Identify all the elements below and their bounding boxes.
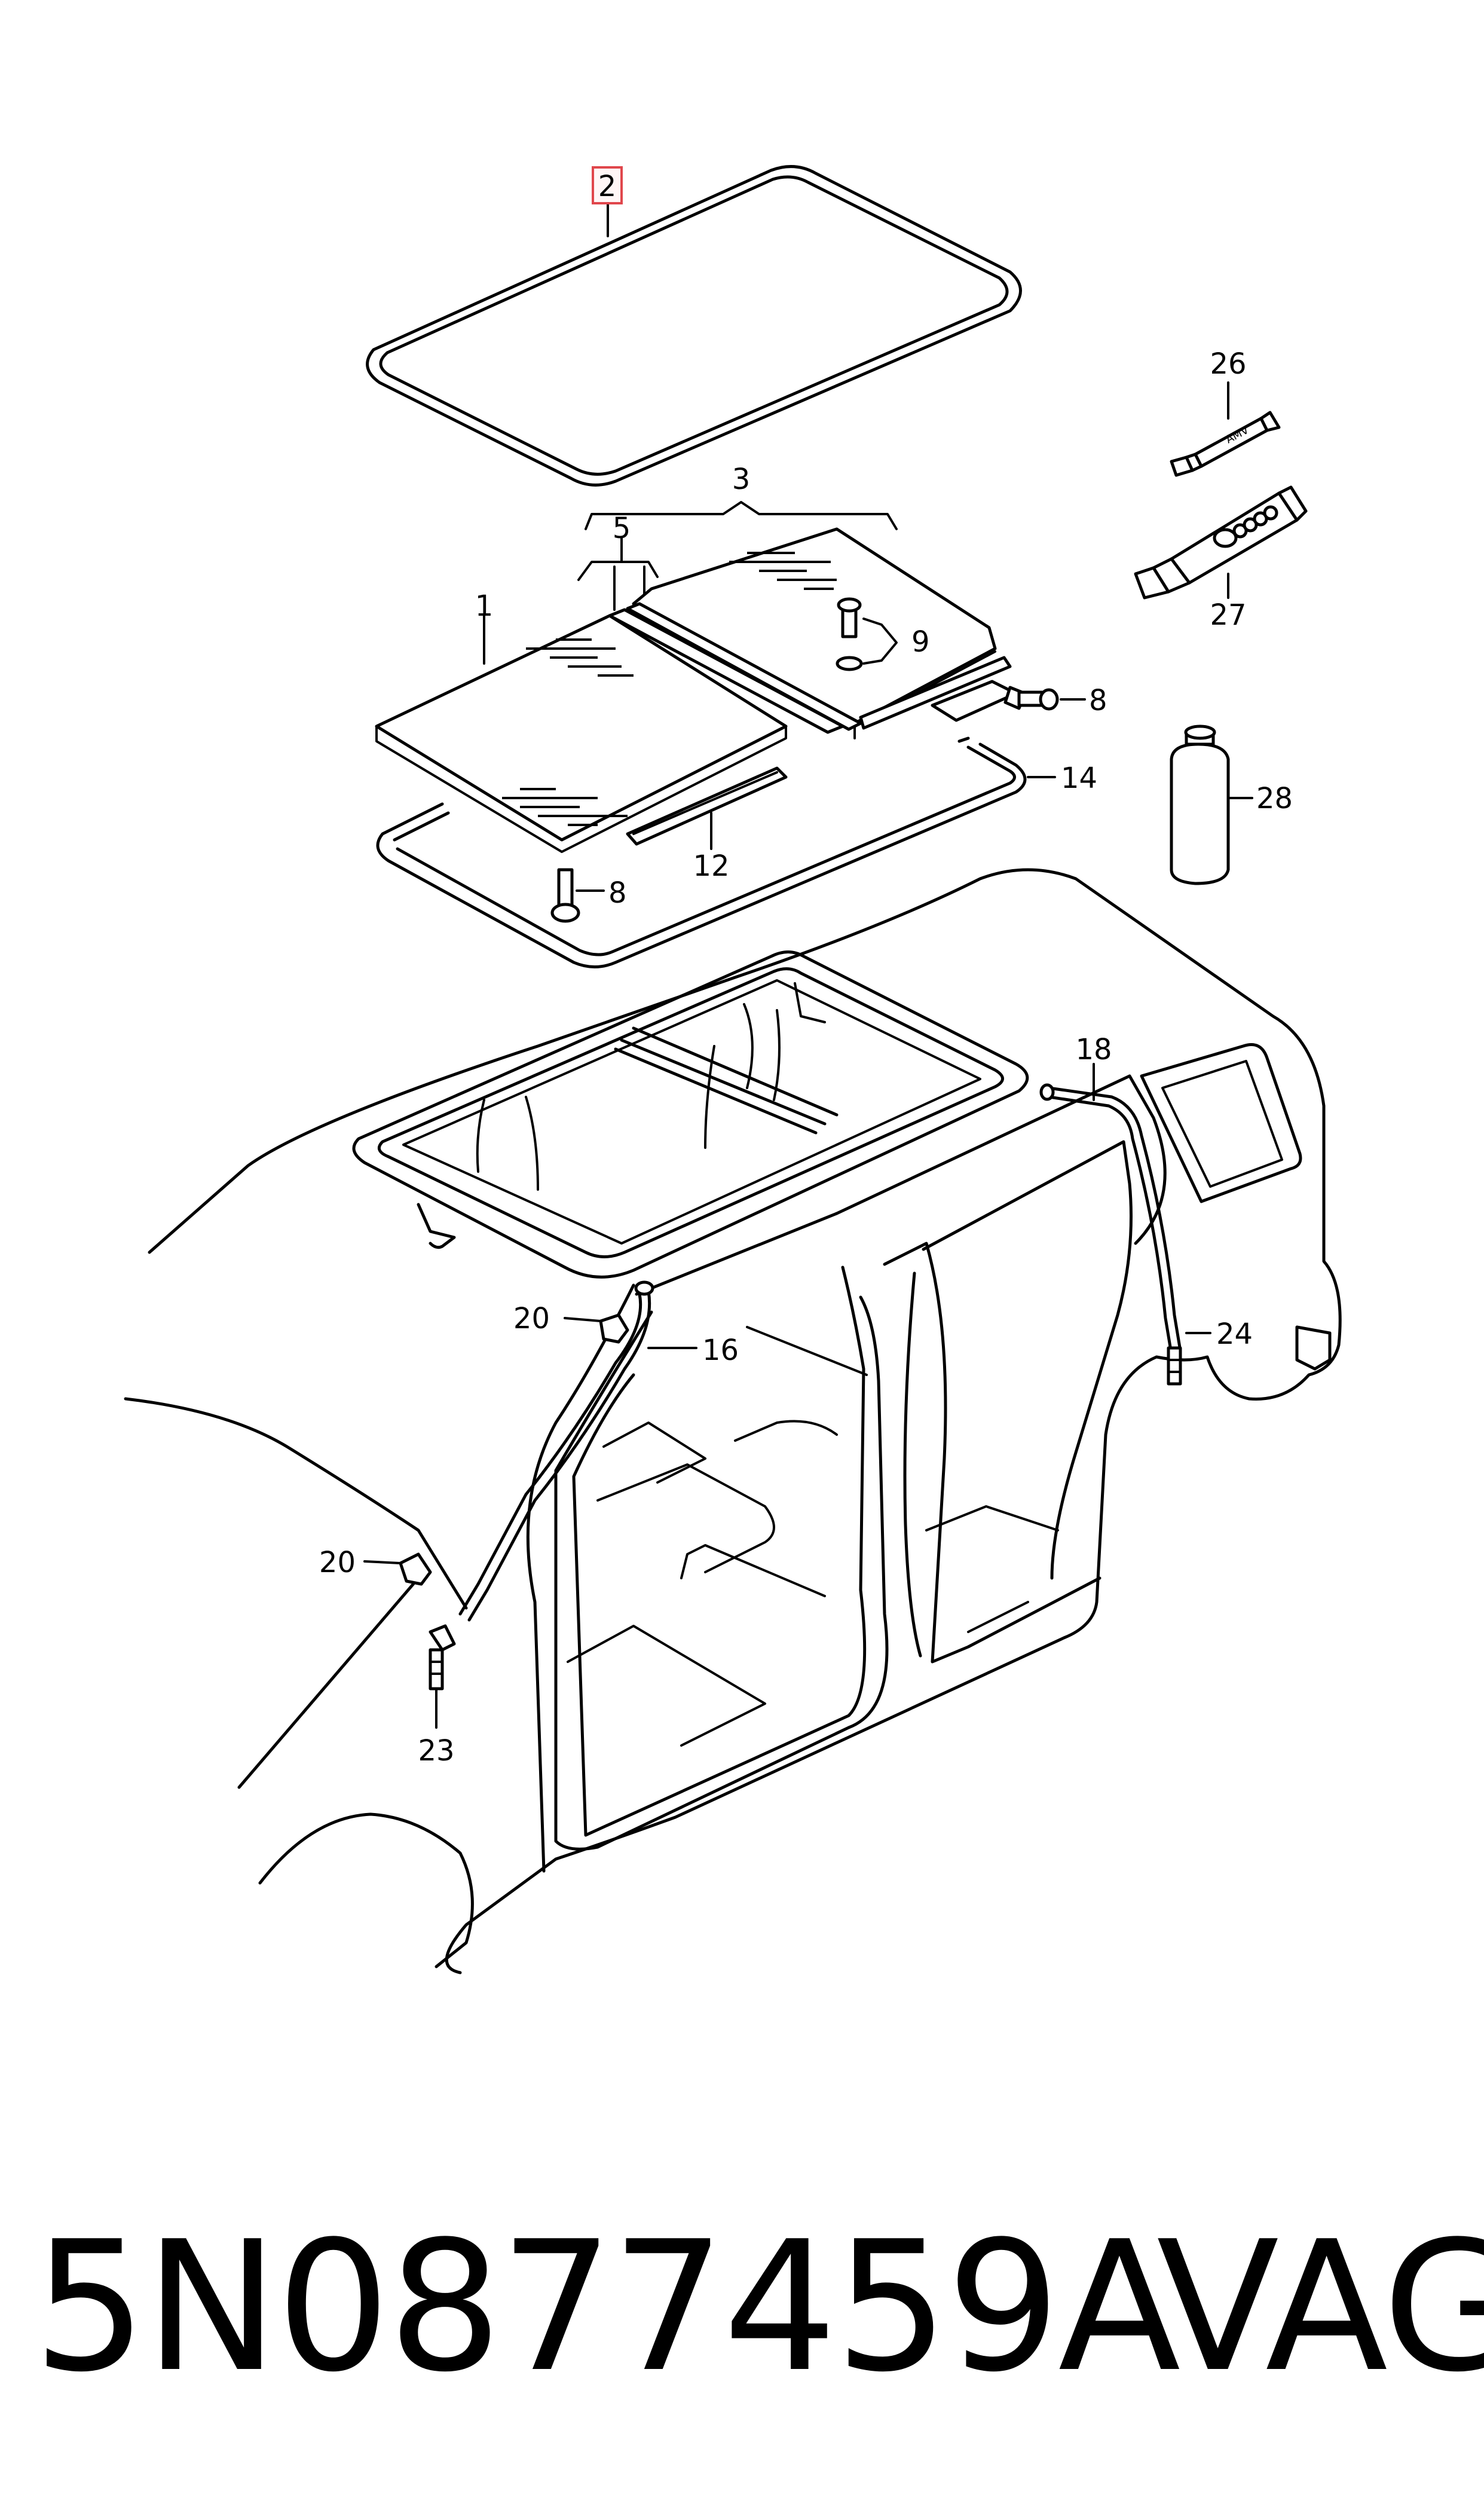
callout-20-upper-label: 20	[513, 1302, 550, 1335]
rear-glass-hatching	[729, 552, 837, 590]
callout-2-label: 2	[598, 170, 617, 203]
part-27-adhesive-tube	[1134, 485, 1308, 600]
car-body-outline	[124, 868, 1342, 1974]
part-8-screw-upper	[1003, 686, 1086, 711]
callout-27-label: 27	[1210, 598, 1246, 632]
part-23-drain-valve	[429, 1624, 456, 1729]
callout-18-label: 18	[1075, 1033, 1112, 1066]
callout-3-label: 3	[732, 463, 751, 496]
callout-23-label: 23	[418, 1734, 454, 1768]
callout-14-label: 14	[1061, 762, 1097, 795]
part-16-drain-hose	[458, 1280, 697, 1622]
front-glass-hatching	[502, 638, 634, 826]
callout-3-bracket: 3	[585, 463, 898, 530]
part-20-clip-upper	[564, 1313, 629, 1344]
part-26-sealant-tube: AMV	[1170, 381, 1281, 477]
part-number: 5N0877459A	[33, 2203, 1181, 2411]
part-1-front-glass	[375, 614, 788, 853]
part-8-screw-lower	[550, 868, 605, 923]
part-number-footer: 5N0877459A VAG	[33, 2203, 1484, 2411]
part-5-seal-strip	[608, 602, 862, 734]
part-12-strip	[626, 766, 788, 850]
part-18-rear-drain-hose	[1039, 1063, 1182, 1356]
callout-28-label: 28	[1256, 782, 1293, 815]
brand-name: VAG	[1156, 2203, 1484, 2411]
callout-20-lower-label: 20	[319, 1546, 356, 1579]
part-14-lower-seal	[376, 736, 1056, 968]
callout-24-label: 24	[1216, 1317, 1253, 1351]
callout-26-label: 26	[1210, 347, 1246, 381]
callout-5-bracket: 5	[577, 512, 659, 611]
callout-12-label: 12	[693, 849, 729, 883]
part-20-clip-lower	[363, 1552, 432, 1586]
callout-1-label: 1	[475, 589, 494, 623]
part-9-bolt	[836, 597, 898, 671]
part-24-drain-valve	[1167, 1332, 1211, 1386]
callout-2: 2	[592, 166, 623, 204]
callout-2-highlight	[592, 166, 623, 204]
callout-16-label: 16	[702, 1334, 739, 1367]
callout-8-upper-label: 8	[1089, 684, 1107, 717]
part-2-seal-frame	[366, 165, 1022, 487]
callout-9-label: 9	[911, 625, 930, 659]
rear-bracket	[859, 656, 1018, 730]
part-28-bottle	[1170, 724, 1253, 885]
callout-8-lower-label: 8	[608, 876, 627, 910]
callout-5-label: 5	[613, 512, 631, 545]
